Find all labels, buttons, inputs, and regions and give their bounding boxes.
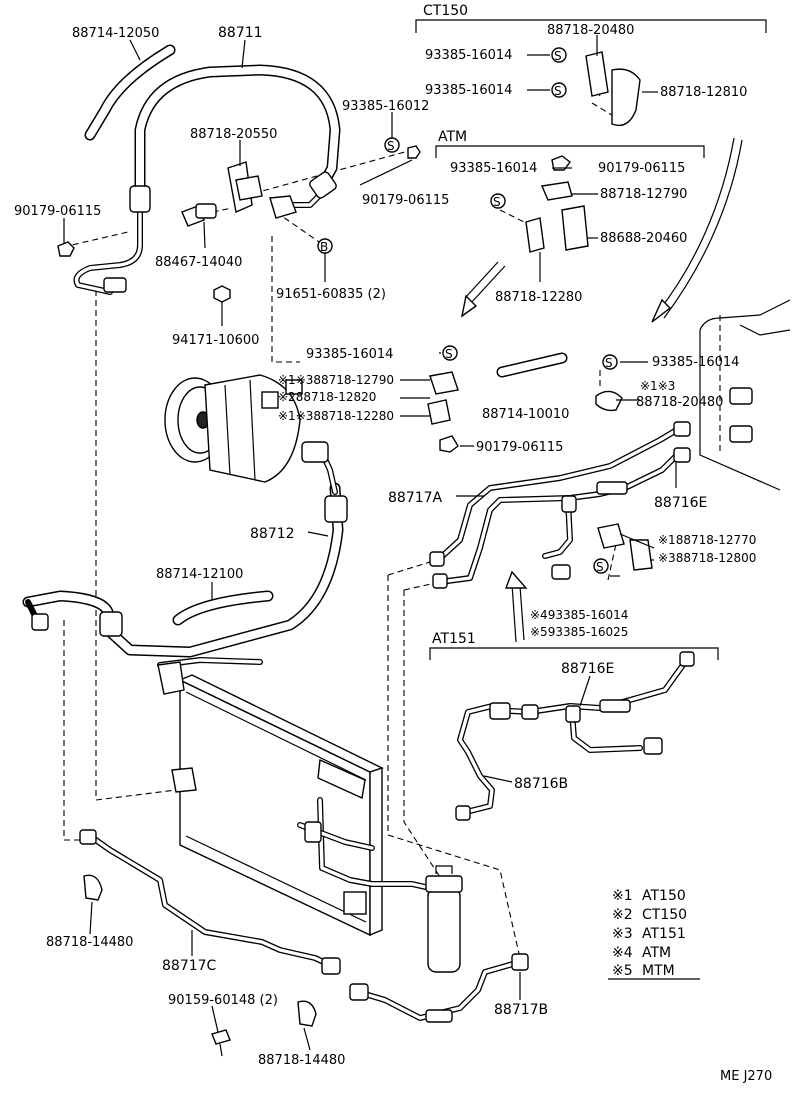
leader-lines [63,35,677,1051]
receiver-dryer [425,865,463,973]
label-93385-16014-mid: 93385-16014 [306,347,393,362]
label-88716E-at151: 88716E [561,661,614,677]
label-88717B: 88717B [494,1002,548,1018]
label-88718-20480-marks: ※1※3 [640,379,675,393]
label-93385-16025-marked: ※593385-16025 [530,625,628,639]
s-symbol-1: S [384,137,400,153]
group-atm-title: ATM [438,129,467,145]
s-symbol-7: S [593,558,609,574]
label-88718-12800-marked: ※388718-12800 [658,551,756,565]
label-88718-14480-bottom: 88718-14480 [258,1053,345,1068]
dashed-reference-lines [62,83,721,959]
legend-mark-4: ※4 [612,945,633,961]
legend-mark-2: ※2 [612,907,633,923]
hose-88711 [73,64,341,295]
label-93385-16014-right: 93385-16014 [652,355,739,370]
svg-text:S: S [596,560,604,574]
group-ct150: CT150 [415,3,767,33]
label-93385-16014-atm: 93385-16014 [450,161,537,176]
label-94171-10600: 94171-10600 [172,333,259,348]
label-88718-12810: 88718-12810 [660,85,747,100]
legend-text-3: AT151 [642,926,686,942]
svg-text:S: S [493,195,501,209]
label-90179-06115-right: 90179-06115 [362,193,449,208]
label-93385-16014-marked: ※493385-16014 [530,608,628,622]
s-symbol-6: S [602,354,618,370]
legend-mark-5: ※5 [612,963,633,979]
label-90179-06115-mid: 90179-06115 [476,440,563,455]
legend-text-5: MTM [642,963,675,979]
label-90179-06115-left: 90179-06115 [14,204,101,219]
label-88714-10010: 88714-10010 [482,407,569,422]
group-ct150-title: CT150 [423,3,468,19]
svg-text:S: S [445,347,453,361]
s-symbol-5: S [442,345,458,361]
fittings [57,51,653,1057]
hose-88714-12100 [172,590,274,626]
legend-text-1: AT150 [642,888,686,904]
group-at151: AT151 [429,631,719,660]
label-88714-12050: 88714-12050 [72,26,159,41]
label-88718-12280-marked: ※1※388718-12280 [278,409,394,423]
legend-text-4: ATM [642,945,671,961]
label-88718-12770-marked: ※188718-12770 [658,533,756,547]
symbol-markers: S S S S S S S B [317,47,618,574]
label-88716E: 88716E [654,495,707,511]
label-90179-06115-atm: 90179-06115 [598,161,685,176]
direction-arrows [460,137,743,643]
label-88718-20480-top: 88718-20480 [547,23,634,38]
label-88712: 88712 [250,526,295,542]
hose-88712 [22,441,348,668]
label-88688-20460: 88688-20460 [600,231,687,246]
pipe-88717B [349,953,529,1023]
part-labels: 88714-12050 88711 93385-16012 88718-2055… [14,23,756,1068]
diagram-code: ME J270 [720,1069,772,1084]
label-93385-16014-ct1: 93385-16014 [425,48,512,63]
label-88718-20480-right: 88718-20480 [636,395,723,410]
label-88717A: 88717A [388,490,443,506]
group-at151-title: AT151 [432,631,476,647]
legend: ※1 AT150 ※2 CT150 ※3 AT151 ※4 ATM ※5 MTM [608,888,700,980]
label-88718-12790-marked: ※1※388718-12790 [278,373,394,387]
compressor [164,374,303,483]
label-88717C: 88717C [162,958,217,974]
label-88711: 88711 [218,25,263,41]
label-93385-16014-ct2: 93385-16014 [425,83,512,98]
label-91651-60835: 91651-60835 (2) [276,287,386,302]
svg-text:S: S [554,84,562,98]
legend-mark-3: ※3 [612,926,633,942]
s-symbol-3: S [551,82,567,98]
svg-text:S: S [554,49,562,63]
label-88718-14480-left: 88718-14480 [46,935,133,950]
pipe-88717A [429,421,691,589]
svg-text:B: B [320,240,328,254]
s-symbol-2: S [551,47,567,63]
label-88467-14040: 88467-14040 [155,255,242,270]
svg-text:S: S [387,139,395,153]
legend-mark-1: ※1 [612,888,633,904]
pipe-88716B [455,651,695,821]
condenser [157,661,433,937]
label-88716B: 88716B [514,776,568,792]
evaporator-unit [699,299,791,491]
hose-88714-12050 [84,44,176,141]
label-88718-12280: 88718-12280 [495,290,582,305]
label-93385-16012: 93385-16012 [342,99,429,114]
pipe-88717C [79,829,341,975]
label-88714-12100: 88714-12100 [156,567,243,582]
label-88718-20550: 88718-20550 [190,127,277,142]
b-symbol: B [317,238,333,254]
label-88718-12820-marked: ※288718-12820 [278,390,376,404]
s-symbol-4: S [490,193,506,209]
group-atm: ATM [435,129,705,158]
svg-text:S: S [605,356,613,370]
legend-text-2: CT150 [642,907,687,923]
label-90159-60148: 90159-60148 (2) [168,993,278,1008]
label-88718-12790: 88718-12790 [600,187,687,202]
hose-88714-10010 [496,352,568,378]
